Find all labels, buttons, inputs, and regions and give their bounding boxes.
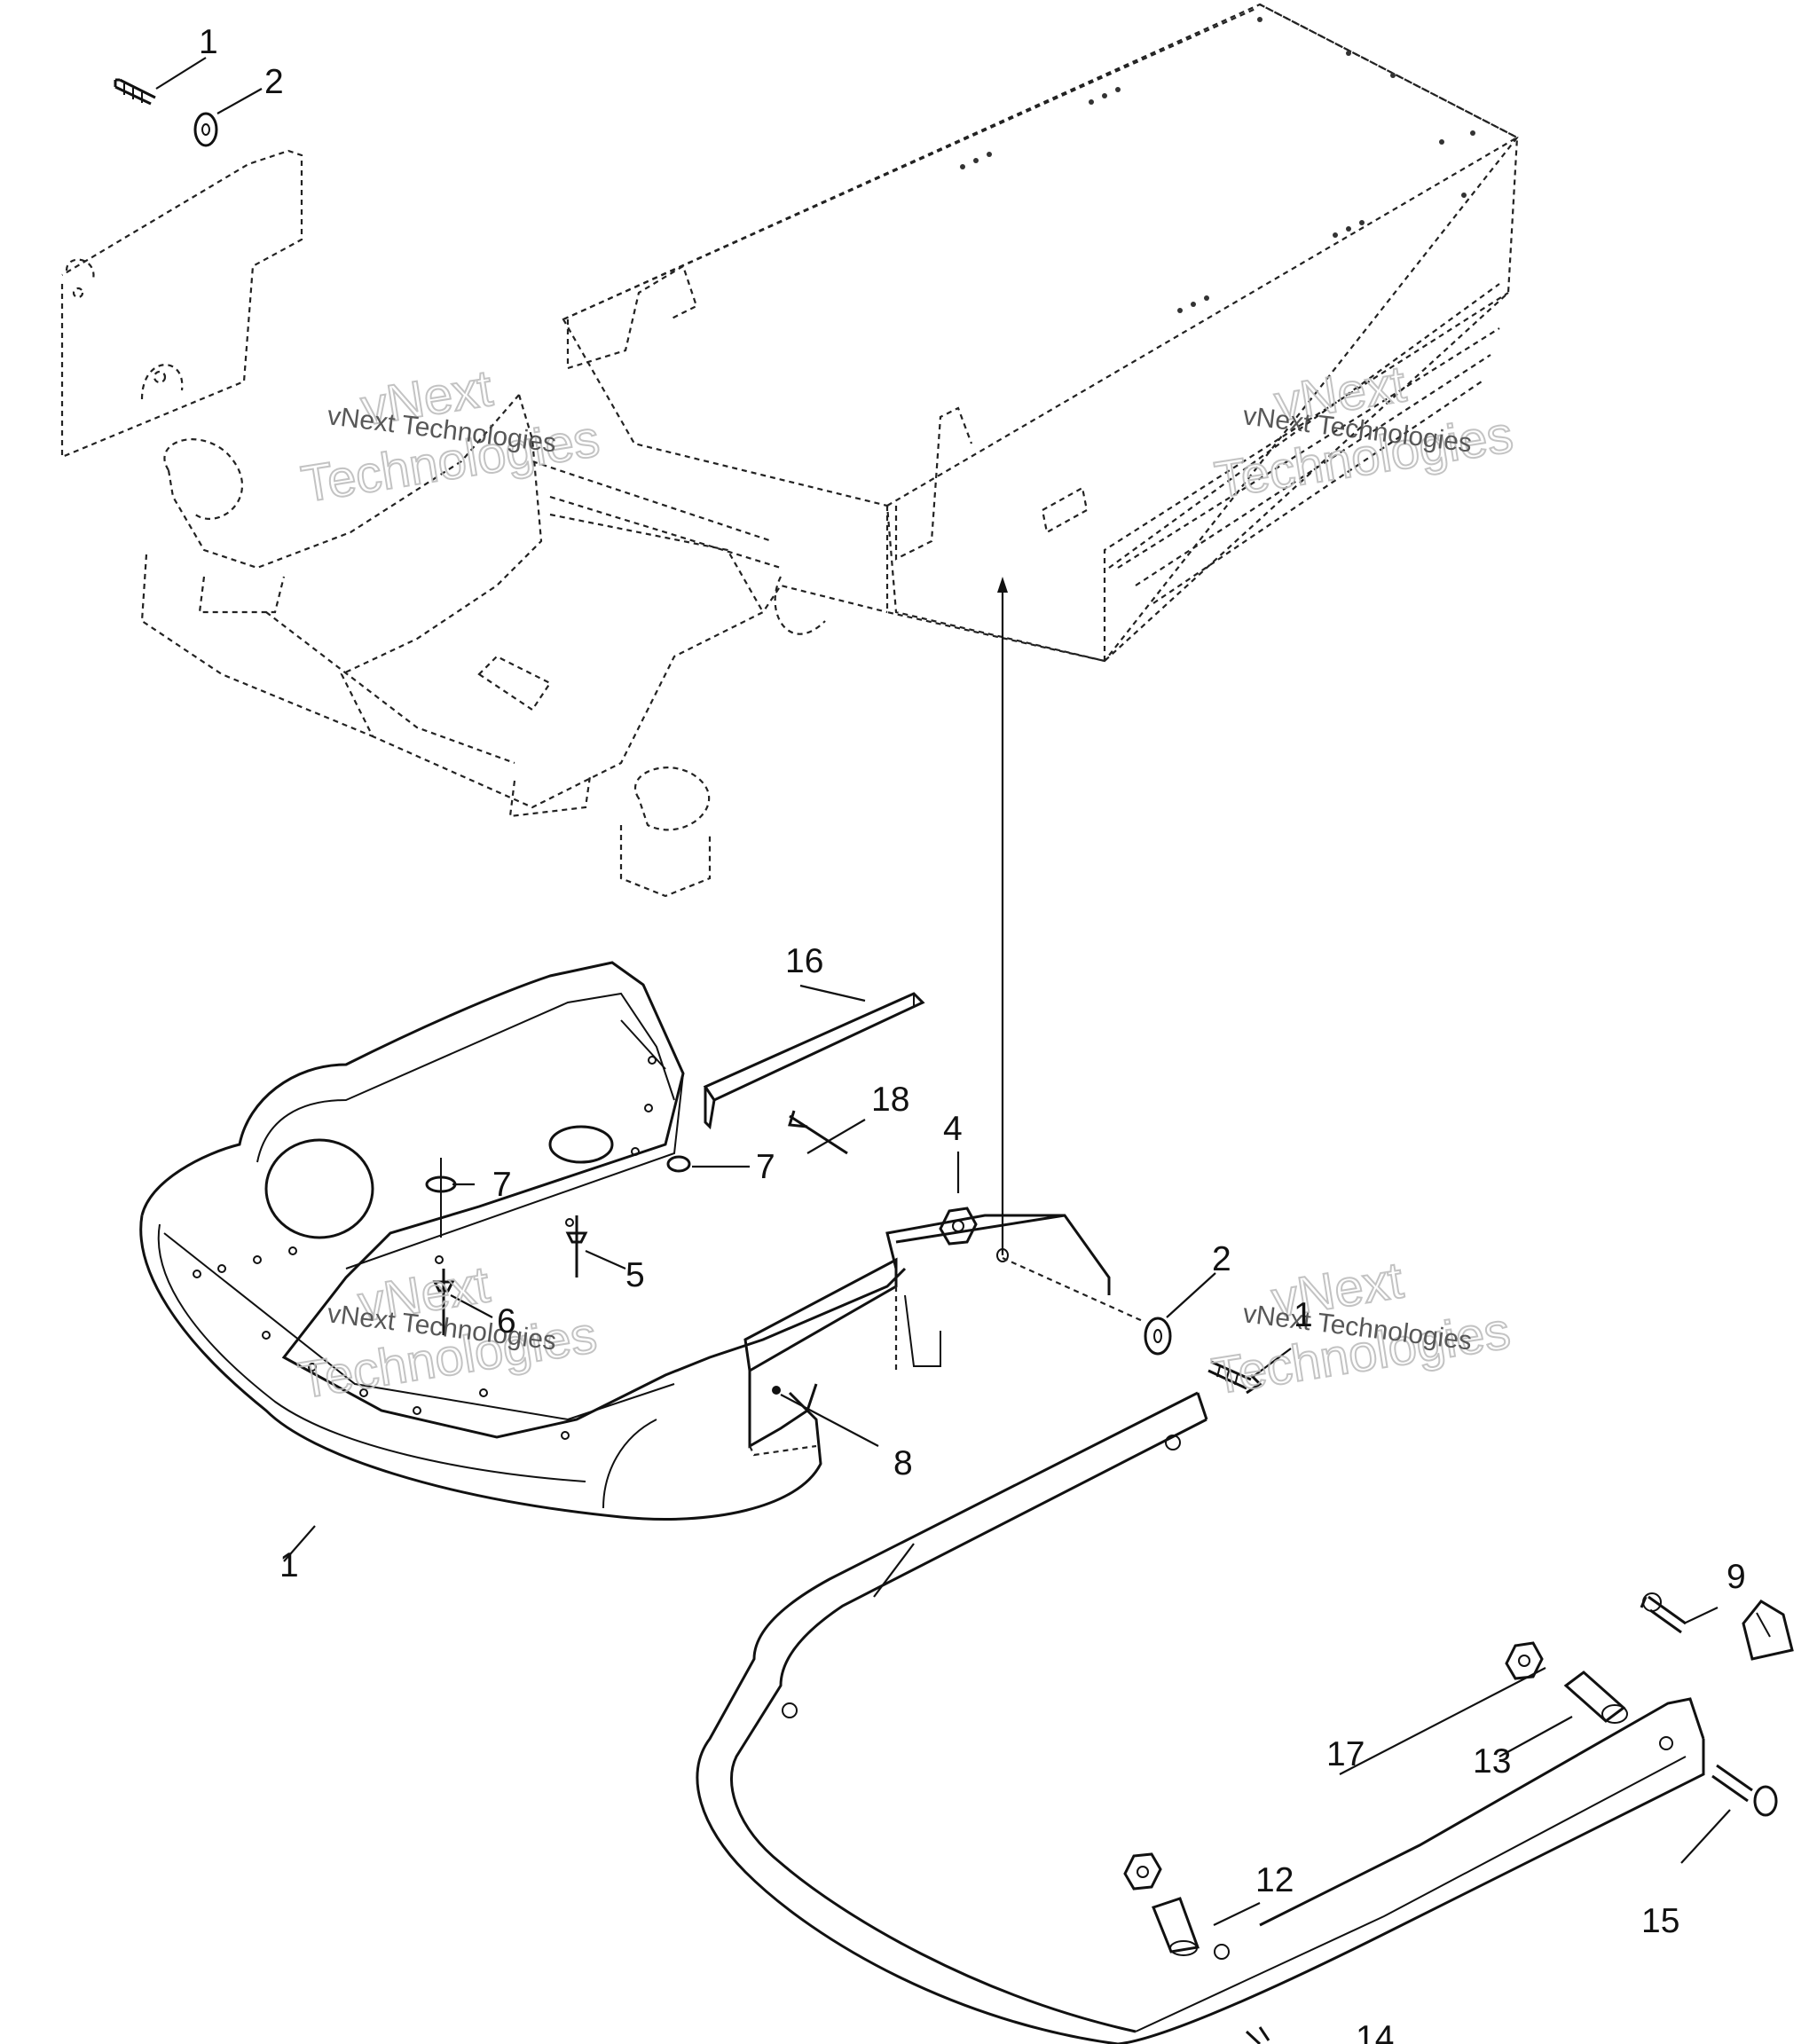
- bumper-cap: [1742, 1600, 1794, 1661]
- screw-14: [1245, 2026, 1270, 2044]
- callout-3-lower: 1: [1294, 1296, 1313, 1334]
- bumper: [696, 1391, 1705, 2044]
- callout-8: 8: [893, 1444, 913, 1482]
- frame-assembly: [140, 3, 1519, 898]
- rivet-5: [565, 1215, 588, 1278]
- leader-lines: [155, 57, 1731, 1926]
- washer-upper: [193, 112, 218, 147]
- callout-17: 16: [785, 942, 823, 980]
- watermark-group: vNext Technologies vNext Technologies vN…: [294, 354, 1517, 1411]
- washer-7-b: [666, 1155, 691, 1173]
- edge-strip: [703, 992, 925, 1130]
- callout-labels: 1 2 16 18 4 7 7 5 6 2 1 8 1 1 9 17 13 12…: [199, 23, 1746, 2044]
- callout-12: 12: [1255, 1861, 1294, 1899]
- screw-upper: [114, 78, 156, 106]
- screw-lower: [1207, 1360, 1262, 1395]
- bumper-bracket: [743, 1214, 1111, 1457]
- callout-4: 4: [943, 1110, 963, 1148]
- callout-7-right: 7: [756, 1148, 775, 1186]
- callout-7-left: 7: [492, 1166, 512, 1204]
- callout-16: 17: [1326, 1735, 1365, 1773]
- pan-holes: [193, 1056, 657, 1440]
- nut-4: [939, 1207, 978, 1246]
- side-panel: [60, 149, 303, 459]
- tunnel-rivets: [960, 17, 1475, 313]
- screw-15: [1711, 1764, 1778, 1817]
- washer-7-a: [425, 1158, 457, 1238]
- callout-13: 13: [1473, 1742, 1511, 1781]
- rivet-18: [788, 1110, 848, 1155]
- spacer-13: [1563, 1671, 1628, 1724]
- callout-14: 14: [1356, 2019, 1394, 2044]
- callout-6: 6: [497, 1302, 516, 1340]
- callout-18: 18: [871, 1081, 909, 1119]
- callout-2-lower: 2: [1212, 1240, 1231, 1278]
- callout-3-upper: 1: [199, 23, 218, 61]
- rivet-6: [432, 1269, 455, 1335]
- screw-9: [1640, 1592, 1687, 1634]
- washer-lower: [1144, 1317, 1172, 1356]
- nut-16-upper: [1505, 1641, 1544, 1680]
- callout-9: 9: [1727, 1558, 1746, 1596]
- callout-1-label: 1: [279, 1546, 299, 1584]
- assembly-arrow: [997, 577, 1145, 1324]
- nut-16-lower: [1123, 1852, 1162, 1891]
- belly-pan: [139, 961, 907, 1521]
- callout-15: 15: [1641, 1902, 1679, 1940]
- callout-5: 5: [625, 1256, 645, 1294]
- spacer-12: [1152, 1897, 1200, 1956]
- callout-2-upper: 2: [264, 63, 284, 101]
